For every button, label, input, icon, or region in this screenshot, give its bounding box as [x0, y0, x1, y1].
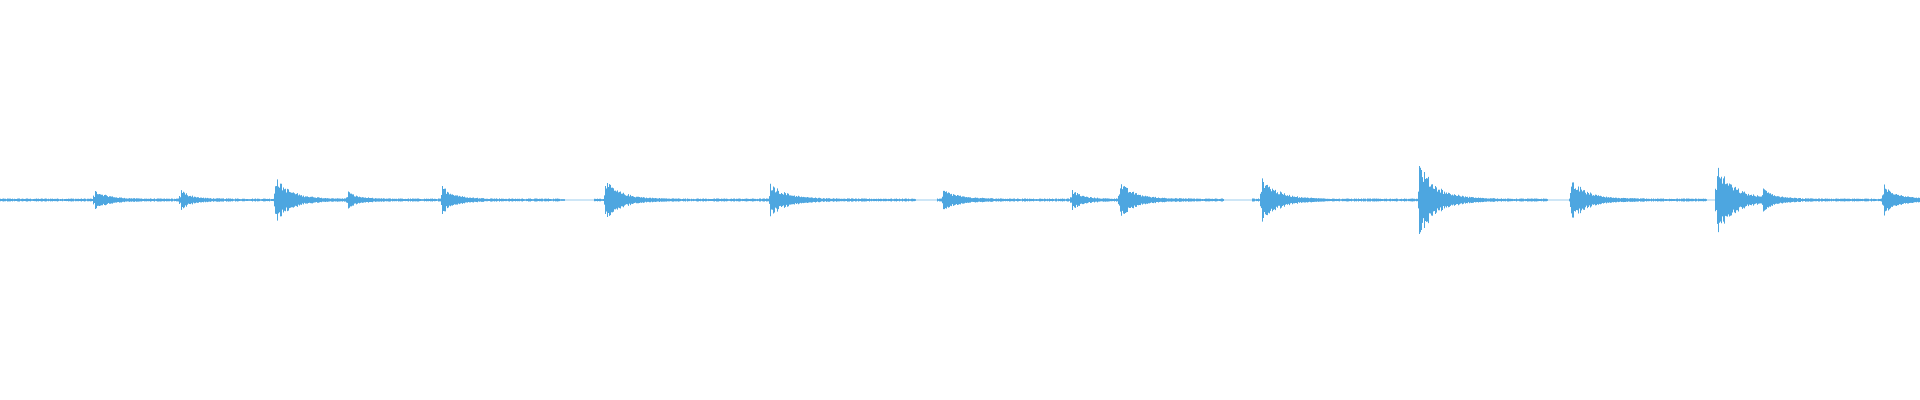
waveform-trace: [0, 165, 1920, 235]
